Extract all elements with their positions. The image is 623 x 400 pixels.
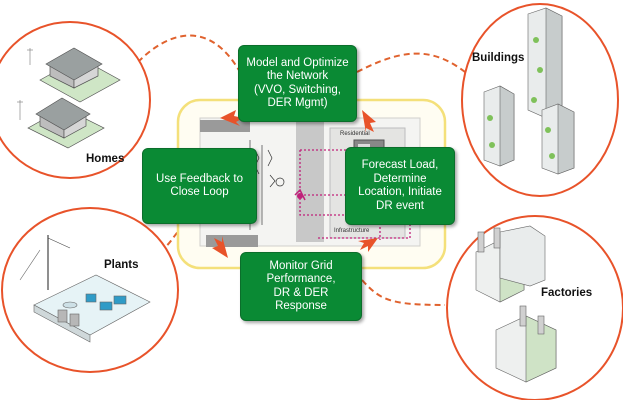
forecast-load-box: Forecast Load, Determine Location, Initi… xyxy=(345,147,455,225)
homes-circle xyxy=(0,21,151,179)
buildings-label: Buildings xyxy=(472,52,525,64)
cycle-arrows xyxy=(212,110,378,258)
plants-cluster xyxy=(1,207,179,373)
homes-cluster xyxy=(0,21,151,179)
residential-text: Residential xyxy=(340,131,370,137)
homes-label: Homes xyxy=(86,153,125,165)
house-icon xyxy=(27,47,121,149)
factory-icon xyxy=(475,225,557,383)
optimize-network-box: Model and Optimize the Network (VVO, Swi… xyxy=(238,45,357,122)
monitor-grid-box: Monitor Grid Performance, DR & DER Respo… xyxy=(240,252,362,321)
connector-homes xyxy=(137,34,241,73)
connector-factories xyxy=(361,279,446,306)
factories-label: Factories xyxy=(541,287,593,299)
building-icon xyxy=(483,7,575,175)
power-plant-icon xyxy=(19,235,151,343)
connector-buildings xyxy=(356,52,466,73)
factories-cluster xyxy=(446,215,623,400)
plants-label: Plants xyxy=(104,259,139,271)
infrastructure-text: Infrastructure xyxy=(334,228,370,234)
feedback-loop-box: Use Feedback to Close Loop xyxy=(142,148,257,224)
buildings-cluster xyxy=(461,3,619,197)
